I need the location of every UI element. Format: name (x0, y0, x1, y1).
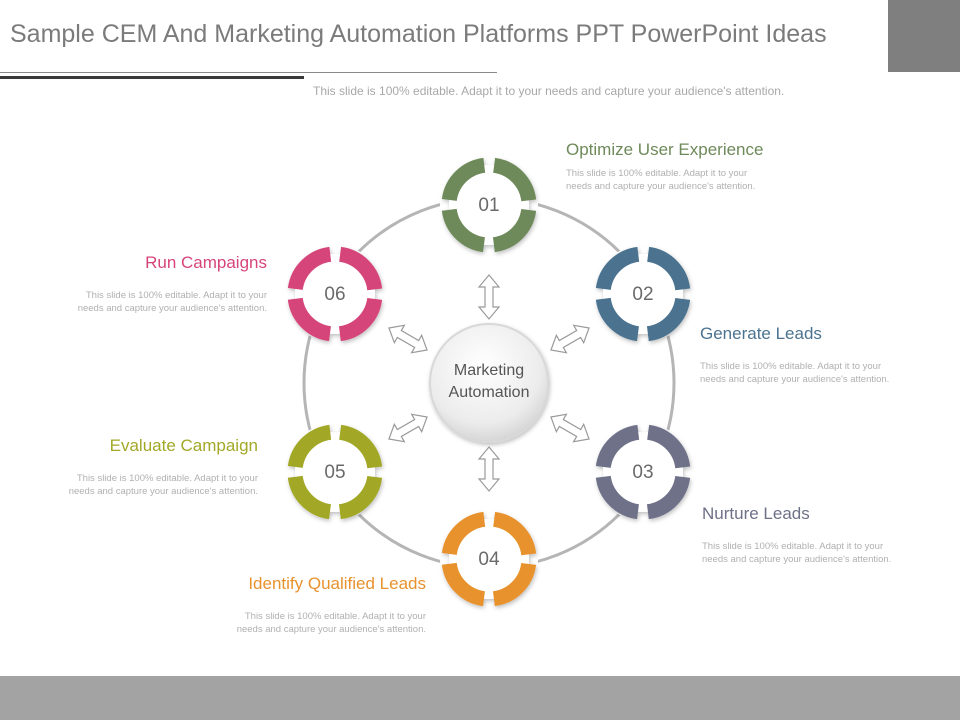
double-arrow-icon (388, 413, 428, 443)
double-arrow-icon (550, 413, 590, 443)
step-ring-inner (457, 173, 521, 237)
step-02-description: This slide is 100% editable. Adapt it to… (700, 361, 890, 385)
step-03-description: This slide is 100% editable. Adapt it to… (702, 541, 892, 565)
step-number: 03 (632, 462, 653, 483)
step-number: 06 (324, 284, 345, 305)
step-05-description: This slide is 100% editable. Adapt it to… (68, 473, 258, 497)
double-arrow-icon (477, 274, 501, 320)
title-underline-thin (0, 72, 497, 73)
double-arrow-icon (550, 324, 590, 354)
step-01-title: Optimize User Experience (566, 140, 764, 159)
step-04-description: This slide is 100% editable. Adapt it to… (236, 611, 426, 635)
step-number: 04 (478, 549, 500, 570)
step-node-group: 01 02 03 04 05 06 (286, 156, 692, 608)
step-node-02: 02 (594, 245, 692, 343)
step-ring-inner (303, 440, 367, 504)
footer-bar (0, 676, 960, 720)
center-hub: Marketing Automation (429, 323, 549, 443)
center-label-line2: Automation (449, 384, 530, 401)
double-arrow-icon (477, 446, 501, 492)
step-ring-inner (457, 527, 521, 591)
step-number: 01 (478, 195, 499, 216)
step-ring-inner (611, 262, 675, 326)
step-04-title: Identify Qualified Leads (248, 574, 426, 593)
step-03-title: Nurture Leads (702, 504, 810, 523)
step-node-05: 05 (286, 423, 384, 521)
step-06-title: Run Campaigns (145, 253, 267, 272)
step-ring-inner (303, 262, 367, 326)
step-01-description: This slide is 100% editable. Adapt it to… (566, 168, 756, 192)
slide-title: Sample CEM And Marketing Automation Plat… (10, 20, 827, 48)
step-number: 02 (632, 284, 653, 305)
center-label-line1: Marketing (454, 362, 524, 379)
step-node-06: 06 (286, 245, 384, 343)
step-node-04: 04 (440, 510, 538, 608)
step-06-description: This slide is 100% editable. Adapt it to… (77, 290, 267, 314)
step-02-title: Generate Leads (700, 324, 822, 343)
double-arrow-icon (388, 324, 428, 354)
arrow-group (388, 274, 590, 492)
step-node-01: 01 (440, 156, 538, 254)
step-ring-inner (611, 440, 675, 504)
title-underline-thick (0, 76, 304, 79)
step-node-03: 03 (594, 423, 692, 521)
center-circle (429, 323, 549, 443)
corner-decoration (888, 0, 960, 72)
step-number: 05 (324, 462, 345, 483)
step-05-title: Evaluate Campaign (109, 436, 258, 455)
slide-subtitle: This slide is 100% editable. Adapt it to… (313, 84, 785, 98)
